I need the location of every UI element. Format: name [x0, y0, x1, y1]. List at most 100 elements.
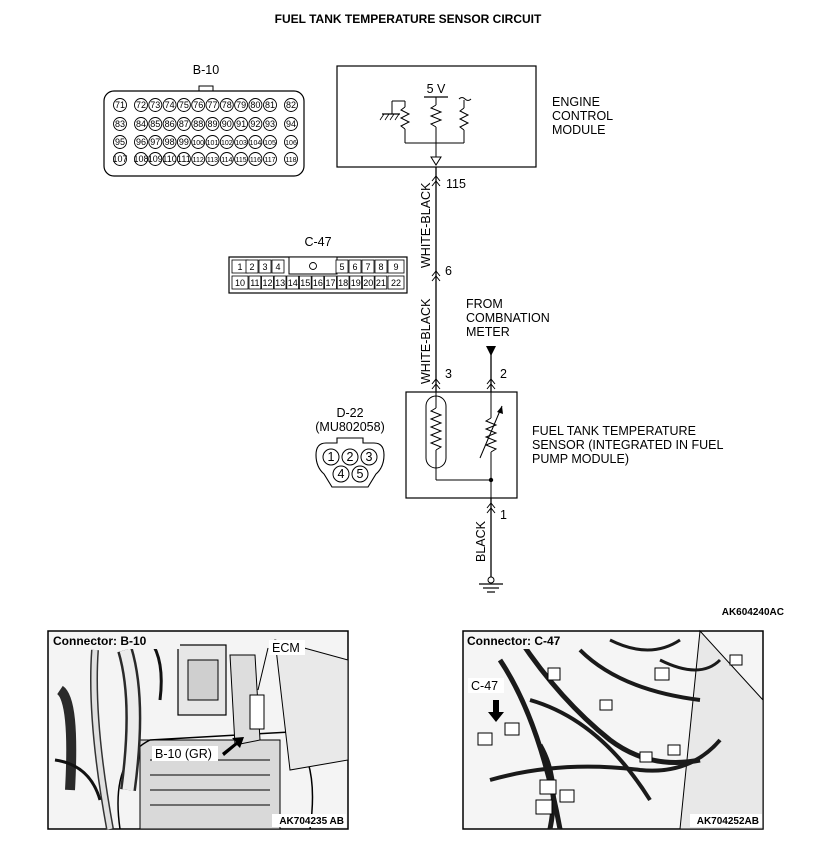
d22-pin: 3 [366, 450, 373, 464]
wire-color-ground: BLACK [474, 520, 488, 562]
b10-pin-label: 89 [207, 119, 217, 129]
c47-pin [335, 259, 349, 274]
c47-pin-label: 20 [363, 278, 373, 288]
b10-pin [284, 98, 298, 112]
ecm-box: 5 V [336, 65, 537, 168]
c47-pin-label: 1 [237, 262, 242, 272]
c47-pin [348, 259, 362, 274]
b10-pin-label: 97 [150, 137, 160, 147]
c47-pin [387, 275, 405, 290]
b10-pin-label: 90 [222, 119, 232, 129]
c47-pin-6: 6 [445, 264, 452, 278]
b10-pin [134, 117, 148, 131]
arrow-icon [488, 700, 504, 722]
b10-pin-label: 112 [193, 157, 204, 164]
photo-left-connector-callout: B-10 (GR) [155, 747, 212, 761]
photo-left-title: Connector: B-10 [53, 634, 147, 648]
b10-pin-label: 100 [192, 140, 204, 147]
c47-pin [361, 275, 375, 290]
b10-pin [248, 98, 263, 112]
c47-pin [261, 275, 274, 290]
b10-pin [284, 135, 298, 149]
b10-pin [234, 135, 249, 149]
b10-pin [219, 152, 234, 166]
b10-pin-label: 71 [115, 100, 125, 110]
c47-pin-label: 15 [300, 278, 310, 288]
connector-d22: 1 2 3 4 5 [315, 437, 385, 488]
c47-pin [311, 275, 325, 290]
b10-pin-label: 83 [115, 119, 125, 129]
b10-pin [205, 117, 220, 131]
c47-pin-label: 22 [391, 278, 401, 288]
b10-pin-label: 115 [236, 157, 247, 164]
c47-pin [349, 275, 362, 290]
b10-pin [113, 135, 127, 149]
b10-pin [176, 117, 191, 131]
c47-pin [324, 275, 337, 290]
d22-pin: 4 [338, 467, 345, 481]
ecm-pin-115: 115 [446, 177, 466, 191]
b10-pin [219, 135, 234, 149]
c47-pin-label: 16 [313, 278, 323, 288]
wire-color-upper: WHITE-BLACK [419, 182, 433, 268]
b10-pin-label: 87 [179, 119, 189, 129]
b10-pin [134, 135, 148, 149]
ecm-label-line-2: CONTROL [552, 109, 613, 123]
meter-label-line-3: METER [466, 325, 510, 339]
ecm-voltage: 5 V [427, 82, 446, 96]
b10-pin [263, 152, 277, 166]
d22-pin: 1 [328, 450, 335, 464]
fuel-tank-temperature-sensor [405, 391, 518, 499]
c47-pin-label: 6 [352, 262, 357, 272]
c47-pin-label: 5 [339, 262, 344, 272]
b10-pin-label: 88 [193, 119, 203, 129]
b10-pin [113, 98, 127, 112]
b10-pin-label: 92 [250, 119, 260, 129]
sensor-pin-1: 1 [500, 508, 507, 522]
b10-pin-label: 102 [221, 140, 233, 147]
ground-wire [479, 498, 503, 593]
b10-pin [248, 152, 263, 166]
b10-pin-label: 111 [177, 154, 191, 164]
b10-pin [162, 152, 177, 166]
b10-pin [113, 152, 127, 166]
photo-right-code: AK704252AB [697, 816, 759, 827]
arrow-icon [222, 737, 244, 756]
c47-pin-label: 13 [275, 278, 285, 288]
b10-pin-label: 94 [286, 119, 296, 129]
b10-pin-label: 76 [193, 100, 203, 110]
c47-pin-label: 12 [262, 278, 272, 288]
meter-label-line-2: COMBNATION [466, 311, 550, 325]
sensor-label-line-2: SENSOR (INTEGRATED IN FUEL [532, 438, 724, 452]
c47-pin [273, 275, 287, 290]
c47-pin-label: 11 [250, 278, 259, 288]
c47-pin-label: 21 [376, 278, 386, 288]
c47-pin [336, 275, 350, 290]
b10-pin [234, 152, 249, 166]
b10-pin-label: 118 [285, 157, 296, 164]
b10-pin-label: 74 [165, 100, 175, 110]
c47-pin [374, 259, 388, 274]
b10-pin [263, 98, 277, 112]
b10-pin [248, 135, 263, 149]
b10-pin [284, 152, 298, 166]
b10-pin-label: 96 [136, 137, 146, 147]
connector-d22-part: (MU802058) [315, 420, 384, 434]
c47-pin [231, 275, 249, 290]
connector-d22-name: D-22 [336, 406, 363, 420]
b10-pin [162, 98, 177, 112]
c47-pin-label: 17 [325, 278, 335, 288]
b10-pin-label: 104 [250, 140, 262, 147]
b10-pin-label: 98 [165, 137, 175, 147]
b10-pin [263, 117, 277, 131]
b10-pin-label: 107 [112, 154, 127, 164]
c47-pin [271, 259, 285, 274]
b10-pin [234, 117, 249, 131]
meter-wire [486, 346, 496, 392]
b10-pin [134, 98, 148, 112]
b10-pin-label: 110 [162, 154, 176, 164]
b10-pin-label: 95 [115, 137, 125, 147]
b10-pin-label: 114 [221, 157, 232, 164]
